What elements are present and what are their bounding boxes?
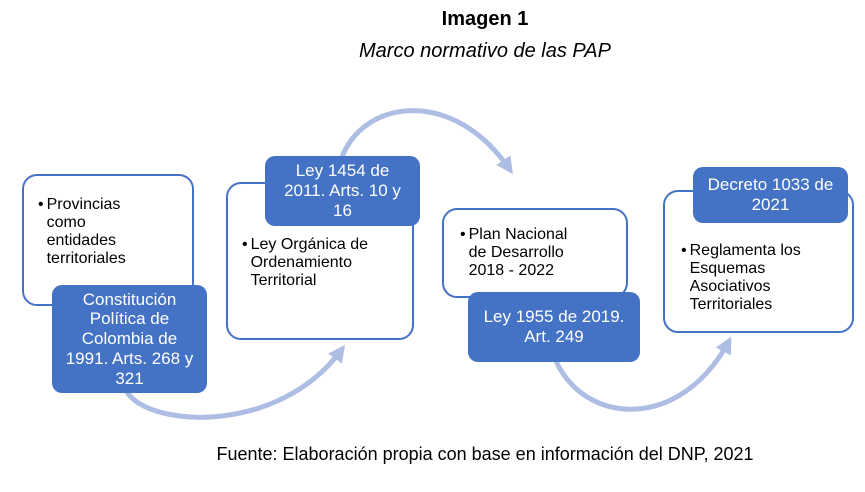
arrow-curve-bottom-left-icon xyxy=(124,344,345,420)
detail-text-ley-1955: Plan Nacional de Desarrollo 2018 - 2022 xyxy=(468,226,568,279)
bullet-icon: • xyxy=(460,226,466,243)
source-caption: Fuente: Elaboración propia con base en i… xyxy=(216,444,754,464)
detail-box-ley-1955: • Plan Nacional de Desarrollo 2018 - 202… xyxy=(442,208,628,298)
bullet-icon: • xyxy=(38,196,44,213)
figure-title: Imagen 1 xyxy=(441,8,529,30)
norm-box-constitucion: Constitución Política de Colombia de 199… xyxy=(52,285,207,393)
norm-box-decreto-1033: Decreto 1033 de 2021 xyxy=(693,167,848,223)
norm-label-decreto-1033: Decreto 1033 de 2021 xyxy=(707,175,834,214)
bullet-icon: • xyxy=(681,242,687,259)
detail-text-ley-1454: Ley Orgánica de Ordenamiento Territorial xyxy=(250,236,369,289)
figure-subtitle: Marco normativo de las PAP xyxy=(359,40,611,62)
detail-text-decreto-1033: Reglamenta los Esquemas Asociativos Terr… xyxy=(689,242,801,313)
bullet-icon: • xyxy=(242,236,248,253)
norm-label-ley-1454: Ley 1454 de 2011. Arts. 10 y 16 xyxy=(284,161,401,220)
detail-text-constitucion: Provincias como entidades territoriales xyxy=(46,196,126,267)
norm-label-ley-1955: Ley 1955 de 2019. Art. 249 xyxy=(483,307,625,346)
norm-box-ley-1955: Ley 1955 de 2019. Art. 249 xyxy=(468,292,640,362)
norm-box-ley-1454: Ley 1454 de 2011. Arts. 10 y 16 xyxy=(265,156,420,226)
arrow-curve-bottom-right-icon xyxy=(553,336,732,412)
norm-label-constitucion: Constitución Política de Colombia de 199… xyxy=(65,289,194,388)
arrow-curve-top-icon xyxy=(339,108,513,175)
